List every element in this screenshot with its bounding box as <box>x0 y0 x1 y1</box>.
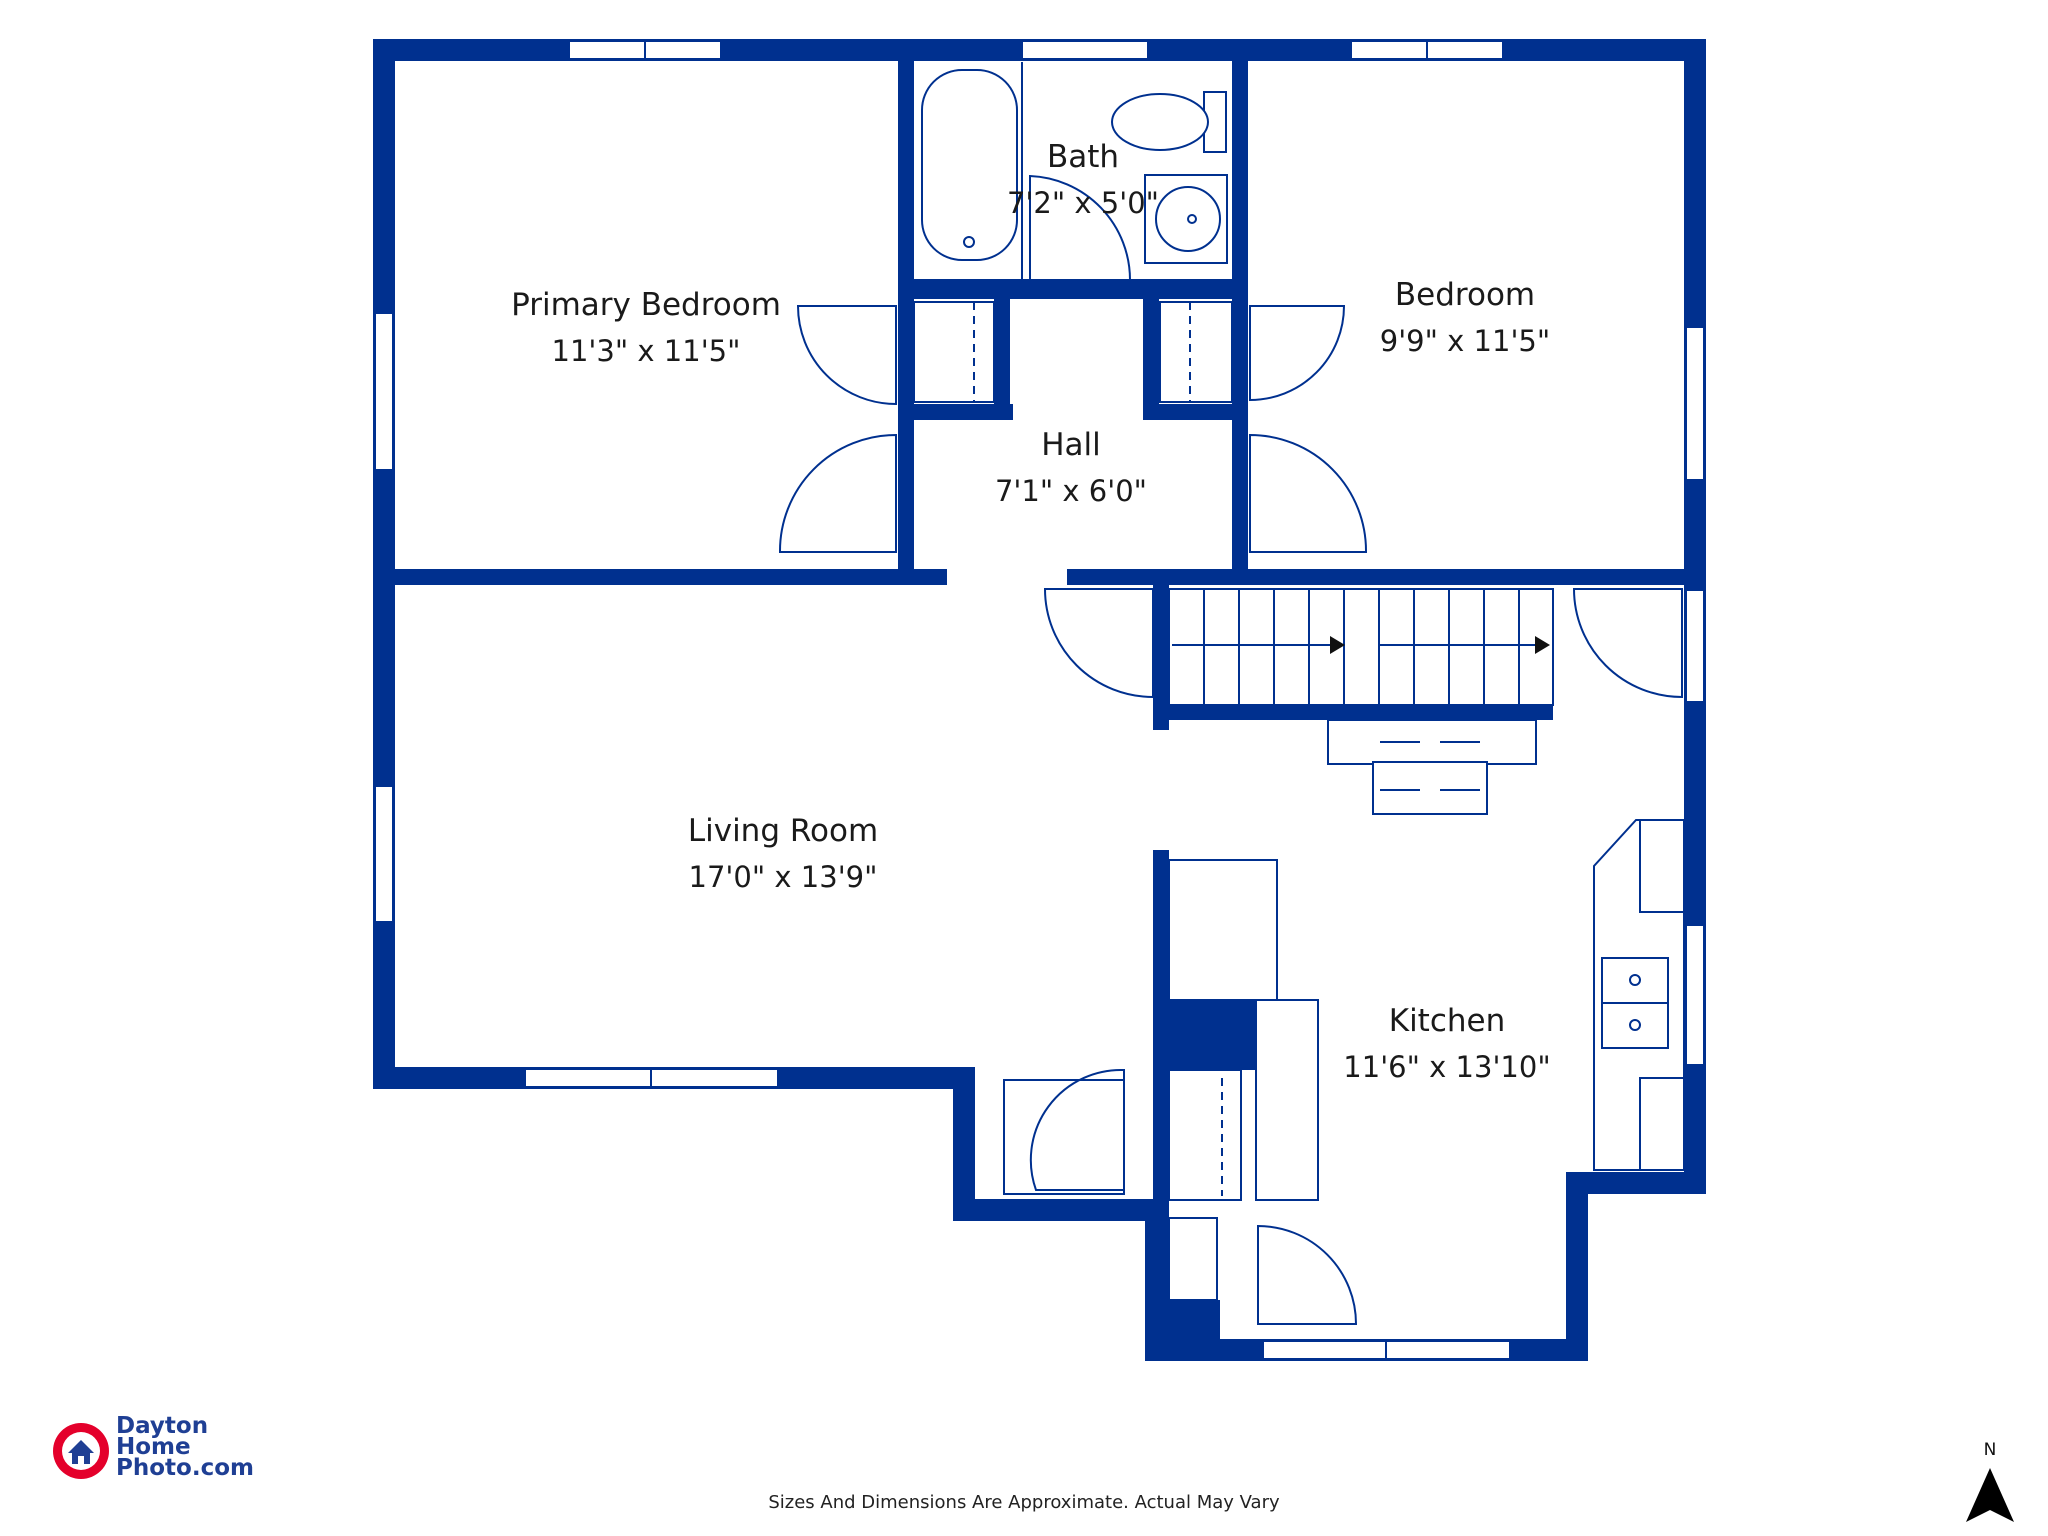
room-name-bath: Bath <box>1047 139 1119 175</box>
room-dims-kitchen: 11'6" x 13'10" <box>1343 1050 1550 1084</box>
company-logo: Dayton Home Photo.com <box>50 1414 280 1494</box>
room-dims-bath: 7'2" x 5'0" <box>1007 186 1159 220</box>
room-name-bedroom: Bedroom <box>1395 277 1535 313</box>
room-dims-bedroom: 9'9" x 11'5" <box>1380 324 1550 358</box>
north-arrow-icon <box>1966 1468 2014 1522</box>
logo-line-3: Photo.com <box>116 1455 254 1481</box>
fixtures <box>913 69 1685 1301</box>
logo-icon <box>53 1423 109 1479</box>
window-mullions <box>644 41 1428 1359</box>
logo-line-1: Dayton <box>116 1413 209 1439</box>
windows <box>374 40 1705 1360</box>
north-compass: N <box>1960 1440 2020 1530</box>
disclaimer-text: Sizes And Dimensions Are Approximate. Ac… <box>768 1492 1280 1513</box>
room-name-primary-bedroom: Primary Bedroom <box>511 287 781 323</box>
room-dims-primary-bedroom: 11'3" x 11'5" <box>552 334 741 368</box>
doors <box>778 174 1683 1325</box>
stair-arrows <box>1330 636 1550 654</box>
fixture-details <box>973 62 1668 1196</box>
logo-line-2: Home <box>116 1434 191 1460</box>
room-name-kitchen: Kitchen <box>1389 1003 1506 1039</box>
room-dims-hall: 7'1" x 6'0" <box>995 474 1147 508</box>
room-name-hall: Hall <box>1041 427 1101 463</box>
room-labels: Primary Bedroom 11'3" x 11'5" Bath 7'2" … <box>511 139 1551 1084</box>
room-name-living-room: Living Room <box>688 813 878 849</box>
room-dims-living-room: 17'0" x 13'9" <box>689 860 878 894</box>
compass-letter: N <box>1983 1440 1997 1460</box>
